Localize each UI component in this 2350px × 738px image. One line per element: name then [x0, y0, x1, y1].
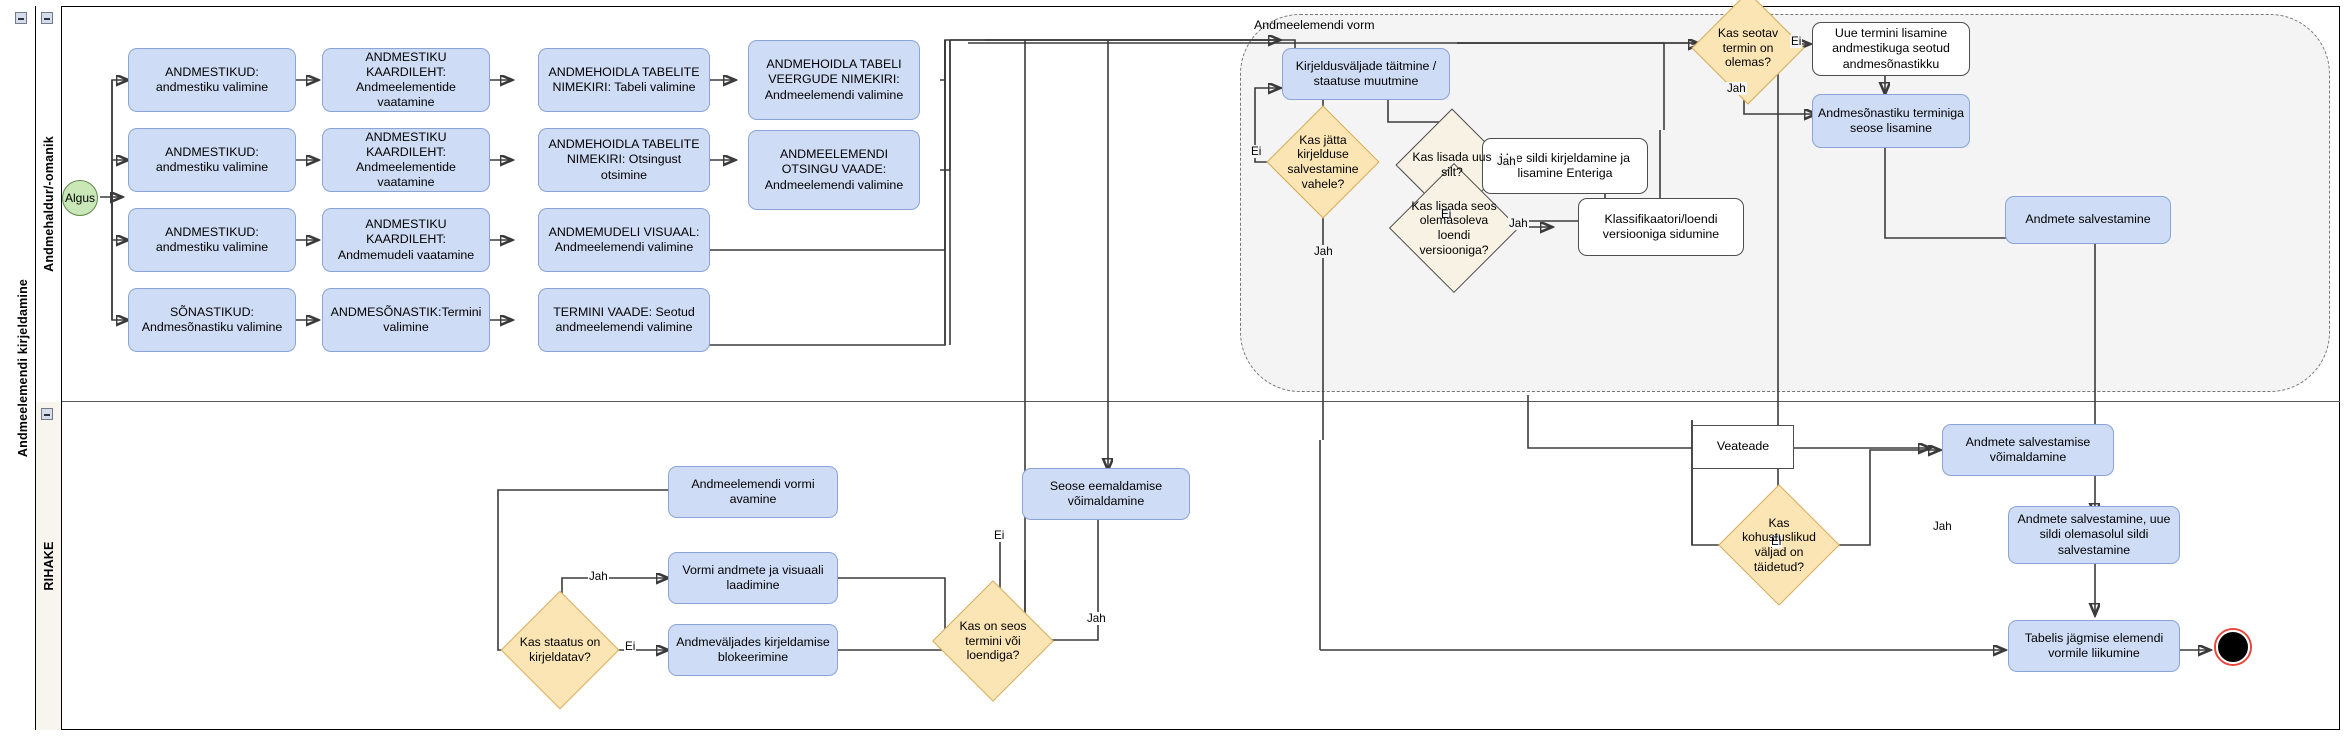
task-kirjeldusvaljade[interactable]: Kirjeldusväljade täitmine / staatuse muu…	[1282, 48, 1450, 100]
task-r3c3-label: ANDMEMUDELI VISUAAL: Andmeelemendi valim…	[548, 224, 700, 254]
subprocess-label: Andmeelemendi vorm	[1254, 18, 1375, 32]
task-salv-voimaldamine[interactable]: Andmete salvestamise võimaldamine	[1942, 424, 2114, 476]
edge-label-seos-termini-jah: Jah	[1086, 612, 1107, 625]
gateway-lisada-seos-label: Kas lisada seos olemasoleva loendi versi…	[1411, 198, 1497, 257]
gateway-seotav-termin[interactable]: Kas seotav termin on olemas?	[1691, 0, 1805, 105]
task-r2c3[interactable]: ANDMEHOIDLA TABELITE NIMEKIRI: Otsingust…	[538, 128, 710, 192]
task-r3c1[interactable]: ANDMESTIKUD: andmestiku valimine	[128, 208, 296, 272]
task-jargmise-elemendi-label: Tabelis jägmise elemendi vormile liikumi…	[2024, 630, 2164, 660]
end-event[interactable]	[2214, 628, 2252, 666]
gateway-kohustuslikud-label: Kas kohustuslikud väljad on täidetud?	[1742, 515, 1816, 574]
edge-label-seos-jah: Jah	[1508, 217, 1529, 230]
task-blokeerimine-label: Andmeväljades kirjeldamise blokeerimine	[676, 634, 830, 664]
task-r2c3-label: ANDMEHOIDLA TABELITE NIMEKIRI: Otsingust…	[548, 137, 700, 182]
gateway-jatta-vahele-label: Kas jätta kirjelduse salvestamine vahele…	[1287, 132, 1359, 191]
lane1-collapse-icon[interactable]	[41, 12, 53, 24]
task-klassifikaatori-label: Klassifikaatori/loendi versiooniga sidum…	[1602, 211, 1720, 241]
task-r3c2-label: ANDMESTIKU KAARDILEHT: Andmemudeli vaata…	[337, 217, 475, 262]
lane2-collapse-icon[interactable]	[41, 408, 53, 420]
gateway-lisada-silt-label: Kas lisada uus silt?	[1412, 150, 1492, 179]
task-seose-eemaldamine-label: Seose eemaldamise võimaldamine	[1049, 478, 1163, 508]
task-r1c4[interactable]: ANDMEHOIDLA TABELI VEERGUDE NIMEKIRI: An…	[748, 40, 920, 120]
task-r1c4-label: ANDMEHOIDLA TABELI VEERGUDE NIMEKIRI: An…	[764, 57, 904, 102]
task-salv-uue-sildi-label: Andmete salvestamine, uue sildi olemasol…	[2017, 512, 2171, 557]
task-uue-termini-label: Uue termini lisamine andmestikuga seotud…	[1832, 26, 1950, 71]
task-r3c2[interactable]: ANDMESTIKU KAARDILEHT: Andmemudeli vaata…	[322, 208, 490, 272]
gateway-lisada-seos[interactable]: Kas lisada seos olemasoleva loendi versi…	[1388, 162, 1520, 294]
annotation-veateade: Veateade	[1692, 425, 1794, 469]
lane-label-rihake: RIHAKE	[41, 541, 56, 591]
edge-label-jatta-ei: Ei	[1250, 145, 1263, 158]
task-r1c3-label: ANDMEHOIDLA TABELITE NIMEKIRI: Tabeli va…	[548, 64, 700, 94]
task-r1c2-label: ANDMESTIKU KAARDILEHT: Andmeelementide v…	[356, 49, 456, 110]
edge-label-kohustuslikud-jah: Jah	[1932, 520, 1953, 533]
task-r3c3[interactable]: ANDMEMUDELI VISUAAL: Andmeelemendi valim…	[538, 208, 710, 272]
task-r2c2[interactable]: ANDMESTIKU KAARDILEHT: Andmeelementide v…	[322, 128, 490, 192]
task-r4c1[interactable]: SÕNASTIKUD: Andmesõnastiku valimine	[128, 288, 296, 352]
task-r2c4[interactable]: ANDMEELEMENDI OTSINGU VAADE: Andmeelemen…	[748, 130, 920, 210]
start-event[interactable]: Algus	[62, 180, 98, 216]
task-r1c1-label: ANDMESTIKUD: andmestiku valimine	[155, 64, 269, 94]
task-r4c3-label: TERMINI VAADE: Seotud andmeelemendi vali…	[553, 304, 695, 334]
lane-label-andmehaldur: Andmehaldur/-omanik	[41, 136, 56, 272]
task-r3c1-label: ANDMESTIKUD: andmestiku valimine	[155, 224, 269, 254]
task-r4c2-label: ANDMESÕNASTIK:Termini valimine	[330, 304, 482, 334]
task-r2c1[interactable]: ANDMESTIKUD: andmestiku valimine	[128, 128, 296, 192]
task-r1c2[interactable]: ANDMESTIKU KAARDILEHT: Andmeelementide v…	[322, 48, 490, 112]
task-vormi-avamine-label: Andmeelemendi vormi avamine	[691, 476, 815, 506]
task-r4c3[interactable]: TERMINI VAADE: Seotud andmeelemendi vali…	[538, 288, 710, 352]
edge-label-jatta-jah: Jah	[1313, 245, 1334, 258]
task-andmete-salvestamine-label: Andmete salvestamine	[2025, 212, 2151, 227]
task-r4c1-label: SÕNASTIKUD: Andmesõnastiku valimine	[141, 304, 283, 334]
edge-label-seos-termini-ei: Ei	[993, 529, 1006, 542]
pool-title-label: Andmeelemendi kirjeldamine	[15, 278, 30, 458]
edge-label-kohustuslikud-ei: Ei	[1770, 535, 1783, 548]
gateway-lisada-silt[interactable]: Kas lisada uus silt?	[1395, 108, 1509, 222]
gateway-staatus-kirjeldatav[interactable]: Kas staatus on kirjeldatav?	[500, 590, 620, 710]
lane-header-rihake: RIHAKE	[36, 402, 62, 730]
gateway-jatta-vahele[interactable]: Kas jätta kirjelduse salvestamine vahele…	[1266, 105, 1380, 219]
start-event-label: Algus	[64, 190, 96, 205]
edge-label-termin-ei: Ei	[1790, 35, 1803, 48]
edge-label-termin-jah: Jah	[1726, 82, 1747, 95]
gateway-kohustuslikud[interactable]: Kas kohustuslikud väljad on täidetud?	[1718, 484, 1840, 606]
task-r4c2[interactable]: ANDMESÕNASTIK:Termini valimine	[322, 288, 490, 352]
edge-label-staatus-ei: Ei	[624, 640, 637, 653]
task-vormi-laadimine[interactable]: Vormi andmete ja visuaali laadimine	[668, 552, 838, 604]
task-r1c3[interactable]: ANDMEHOIDLA TABELITE NIMEKIRI: Tabeli va…	[538, 48, 710, 112]
gateway-seos-termini[interactable]: Kas on seos termini või loendiga?	[932, 580, 1054, 702]
edge-label-staatus-jah: Jah	[588, 570, 609, 583]
lane-body-andmehaldur	[62, 6, 2340, 402]
task-andmesonastiku-seos[interactable]: Andmesõnastiku terminiga seose lisamine	[1812, 94, 1970, 148]
task-uue-sildi-label: Uue sildi kirjeldamine ja lisamine Enter…	[1499, 150, 1631, 180]
task-uue-sildi[interactable]: Uue sildi kirjeldamine ja lisamine Enter…	[1482, 138, 1648, 194]
task-jargmise-elemendi[interactable]: Tabelis jägmise elemendi vormile liikumi…	[2008, 620, 2180, 672]
gateway-staatus-kirjeldatav-label: Kas staatus on kirjeldatav?	[519, 635, 601, 664]
gateway-seos-termini-label: Kas on seos termini või loendiga?	[959, 619, 1027, 663]
task-salv-voimaldamine-label: Andmete salvestamise võimaldamine	[1965, 434, 2091, 464]
edge-label-silt-jah: Jah	[1496, 155, 1517, 168]
task-r2c2-label: ANDMESTIKU KAARDILEHT: Andmeelementide v…	[356, 129, 456, 190]
task-kirjeldusvaljade-label: Kirjeldusväljade täitmine / staatuse muu…	[1295, 58, 1437, 88]
pool-collapse-icon[interactable]	[15, 12, 27, 24]
gateway-seotav-termin-label: Kas seotav termin on olemas?	[1717, 26, 1779, 70]
task-salv-uue-sildi[interactable]: Andmete salvestamine, uue sildi olemasol…	[2008, 506, 2180, 564]
lane-header-andmehaldur: Andmehaldur/-omanik	[36, 6, 62, 402]
task-r2c4-label: ANDMEELEMENDI OTSINGU VAADE: Andmeelemen…	[764, 147, 904, 192]
pool-title: Andmeelemendi kirjeldamine	[10, 6, 36, 730]
task-andmete-salvestamine[interactable]: Andmete salvestamine	[2005, 196, 2171, 244]
task-vormi-avamine[interactable]: Andmeelemendi vormi avamine	[668, 466, 838, 518]
task-uue-termini[interactable]: Uue termini lisamine andmestikuga seotud…	[1812, 22, 1970, 76]
task-seose-eemaldamine[interactable]: Seose eemaldamise võimaldamine	[1022, 468, 1190, 520]
task-blokeerimine[interactable]: Andmeväljades kirjeldamise blokeerimine	[668, 624, 838, 676]
task-r1c1[interactable]: ANDMESTIKUD: andmestiku valimine	[128, 48, 296, 112]
edge-label-silt-ei: Ei	[1440, 208, 1453, 221]
end-event-inner	[2216, 630, 2250, 664]
task-vormi-laadimine-label: Vormi andmete ja visuaali laadimine	[682, 562, 824, 592]
task-klassifikaatori[interactable]: Klassifikaatori/loendi versiooniga sidum…	[1578, 198, 1744, 256]
annotation-veateade-label: Veateade	[1716, 439, 1770, 454]
task-r2c1-label: ANDMESTIKUD: andmestiku valimine	[155, 144, 269, 174]
task-andmesonastiku-seos-label: Andmesõnastiku terminiga seose lisamine	[1817, 105, 1964, 135]
